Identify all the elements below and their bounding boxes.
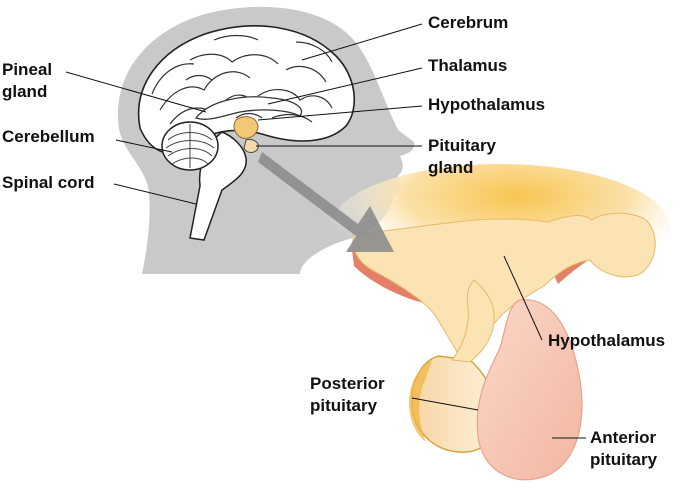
leader-hypothalamus-detail bbox=[503, 255, 543, 341]
label-anterior-pituitary-line2: pituitary bbox=[590, 450, 658, 469]
label-hypothalamus-top: Hypothalamus bbox=[428, 95, 546, 114]
label-cerebrum: Cerebrum bbox=[428, 13, 509, 32]
cerebellum-shape bbox=[161, 121, 219, 171]
label-pituitary-gland-line2: gland bbox=[428, 158, 474, 177]
label-posterior-pituitary-line2: pituitary bbox=[310, 396, 378, 415]
label-anterior-pituitary-line1: Anterior bbox=[590, 428, 657, 447]
anterior-pituitary-shape bbox=[476, 299, 583, 481]
label-pineal-gland-line1: Pineal bbox=[2, 60, 53, 79]
label-spinal-cord: Spinal cord bbox=[2, 173, 95, 192]
label-pituitary-gland-line1: Pituitary bbox=[428, 136, 497, 155]
leader-thalamus bbox=[267, 67, 423, 105]
posterior-pituitary-edge bbox=[408, 360, 432, 442]
leader-hypothalamus-top bbox=[257, 105, 423, 121]
leader-cerebellum bbox=[115, 139, 173, 153]
brain-pituitary bbox=[243, 139, 259, 153]
label-pineal-gland-line2: gland bbox=[2, 82, 48, 101]
label-thalamus: Thalamus bbox=[428, 56, 508, 75]
magnify-arrow bbox=[258, 152, 394, 252]
leader-cerebrum bbox=[301, 23, 423, 61]
leader-pineal bbox=[65, 71, 207, 113]
label-posterior-pituitary-line1: Posterior bbox=[310, 374, 385, 393]
label-hypothalamus-detail: Hypothalamus bbox=[548, 331, 666, 350]
hypothalamus-tissue bbox=[352, 212, 656, 361]
label-cerebellum: Cerebellum bbox=[2, 127, 95, 146]
pituitary-stalk bbox=[451, 279, 495, 363]
leader-spinal-cord bbox=[113, 183, 197, 205]
leader-posterior bbox=[411, 397, 479, 411]
brain-hypothalamus bbox=[233, 116, 259, 139]
